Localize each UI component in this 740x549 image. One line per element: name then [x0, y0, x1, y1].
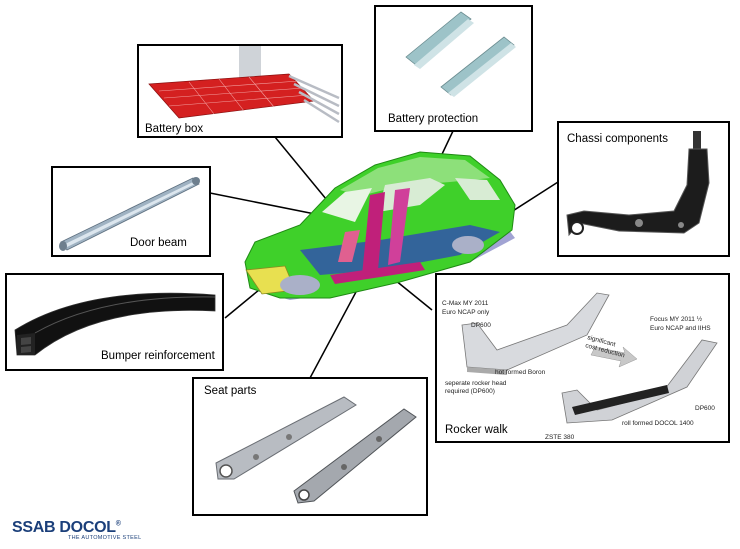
rocker-label-roll-formed: roll formed DOCOL 1400	[622, 420, 694, 427]
battery-box-label: Battery box	[145, 123, 204, 135]
logo-tagline: THE AUTOMOTIVE STEEL	[68, 535, 142, 541]
callout-battery-protection: Battery protection	[374, 5, 533, 132]
bumper-reinforcement-label: Bumper reinforcement	[101, 350, 215, 362]
rocker-label-zste: ZSTE 380	[545, 434, 575, 441]
logo-brand: SSAB	[12, 519, 56, 536]
callout-door-beam: Door beam	[51, 166, 211, 257]
seat-parts-label: Seat parts	[204, 385, 257, 397]
logo-mark: ®	[115, 520, 121, 528]
rocker-label-separate-1: seperate rocker head	[445, 380, 507, 387]
rocker-label-dp600-a: DP600	[471, 322, 491, 329]
rocker-left-model: C-Max MY 2011	[442, 300, 489, 307]
connector-rocker	[394, 279, 433, 311]
callout-chassi-components: Chassi components	[557, 121, 730, 257]
callout-seat-parts: Seat parts	[192, 377, 428, 516]
connector-door-beam	[209, 192, 326, 217]
rocker-walk-label: Rocker walk	[445, 424, 508, 436]
door-beam-label: Door beam	[130, 237, 187, 249]
logo-product: DOCOL	[59, 519, 116, 536]
bumper-reinforcement-image	[14, 292, 216, 356]
battery-box-image	[148, 46, 340, 124]
callout-rocker-walk: C-Max MY 2011 Euro NCAP only DP600 hot f…	[435, 273, 730, 443]
rocker-right-rating: Euro NCAP and IIHS	[650, 325, 711, 332]
chassi-component-image	[566, 131, 710, 237]
battery-protection-image	[405, 11, 516, 97]
rocker-label-hot-formed: hot formed Boron	[495, 369, 546, 376]
callout-bumper-reinforcement: Bumper reinforcement	[5, 273, 224, 371]
chassi-components-label: Chassi components	[567, 133, 668, 145]
rocker-label-dp600-b: DP600	[695, 405, 715, 412]
door-beam-image	[59, 177, 200, 251]
callout-battery-box: Battery box	[137, 44, 343, 138]
ssab-docol-logo: SSAB DOCOL® THE AUTOMOTIVE STEEL	[12, 519, 141, 541]
rocker-left-rating: Euro NCAP only	[442, 309, 490, 316]
rocker-right-model: Focus MY 2011 ½	[650, 315, 703, 323]
battery-protection-label: Battery protection	[388, 113, 479, 125]
seat-parts-image	[215, 396, 417, 504]
rocker-walk-diagram: C-Max MY 2011 Euro NCAP only DP600 hot f…	[442, 292, 718, 441]
rocker-label-separate-2: required (DP600)	[445, 388, 495, 395]
